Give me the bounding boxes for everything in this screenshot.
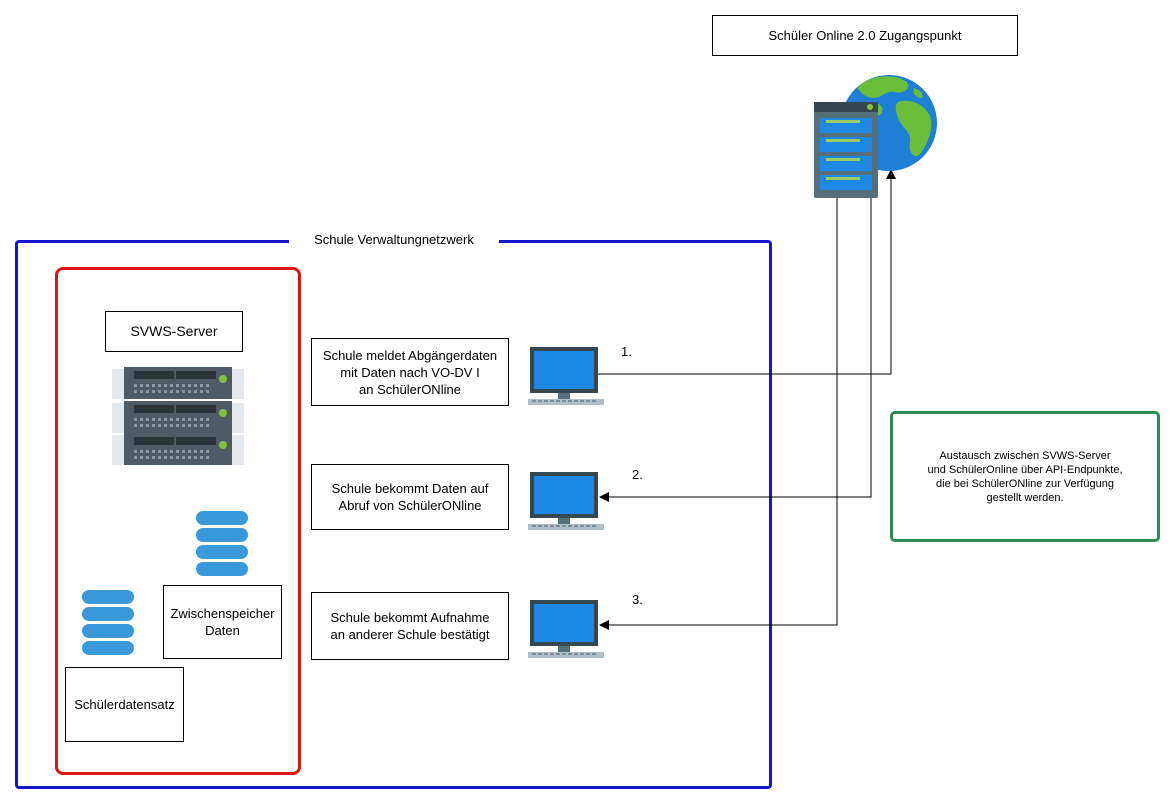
network-label: Schule Verwaltungnetzwerk [289,230,499,250]
step-3-connector [599,196,838,630]
computer-icon [528,347,604,405]
step-3-box: Schule bekommt Aufnahme an anderer Schul… [311,592,509,660]
step-1-connector [598,169,896,375]
step-2-connector [599,196,872,502]
step-1-box: Schule meldet Abgängerdaten mit Daten na… [311,338,509,406]
computer-icon [528,472,604,530]
api-exchange-note: Austausch zwischen SVWS-Server und Schül… [890,411,1160,542]
step-1-number: 1. [621,344,632,359]
svws-server-title: SVWS-Server [105,311,243,352]
database-icon [82,590,134,655]
student-record-box: Schülerdatensatz [65,667,184,742]
step-2-box: Schule bekommt Daten auf Abruf von Schül… [311,464,509,530]
globe-server-icon [814,75,937,198]
server-rack-icon [112,367,244,465]
computer-icon [528,600,604,658]
access-point-title: Schüler Online 2.0 Zugangspunkt [712,15,1018,56]
svws-server-boundary [55,267,301,775]
cache-data-box: Zwischenspeicher Daten [163,585,282,659]
step-3-number: 3. [632,592,643,607]
database-icon [196,511,248,576]
step-2-number: 2. [632,467,643,482]
